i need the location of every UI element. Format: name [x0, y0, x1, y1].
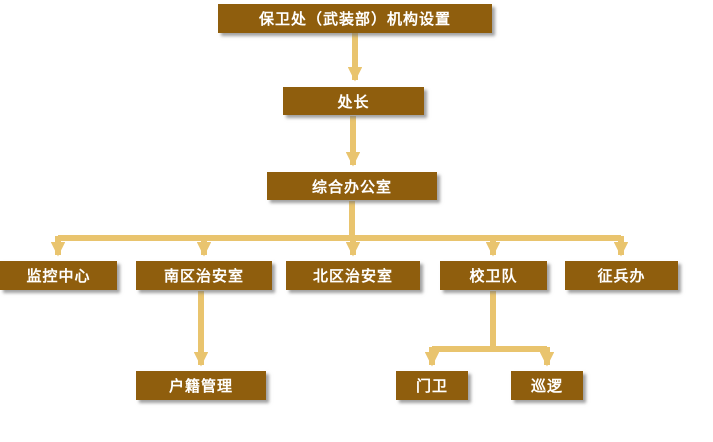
node-household-management-label: 户籍管理: [168, 377, 233, 395]
node-director: 处长: [283, 87, 424, 115]
node-south-security-office: 南区治安室: [136, 261, 272, 290]
node-root-label: 保卫处（武装部）机构设置: [258, 10, 451, 28]
node-north-security-office-label: 北区治安室: [312, 267, 393, 285]
node-gate-guard: 门卫: [396, 371, 468, 400]
node-general-office: 综合办公室: [267, 172, 437, 200]
node-patrol: 巡逻: [511, 371, 583, 400]
node-household-management: 户籍管理: [136, 371, 266, 400]
node-gate-guard-label: 门卫: [415, 377, 448, 395]
node-campus-guard-team-label: 校卫队: [469, 267, 518, 285]
node-director-label: 处长: [337, 92, 370, 111]
node-patrol-label: 巡逻: [530, 377, 563, 395]
node-root-title: 保卫处（武装部）机构设置: [218, 4, 492, 33]
node-monitoring-center-label: 监控中心: [26, 267, 91, 285]
node-general-office-label: 综合办公室: [311, 177, 392, 196]
node-conscription-office: 征兵办: [565, 261, 678, 290]
node-south-security-office-label: 南区治安室: [163, 267, 244, 285]
node-conscription-office-label: 征兵办: [597, 267, 646, 285]
node-campus-guard-team: 校卫队: [440, 261, 547, 290]
node-north-security-office: 北区治安室: [286, 261, 420, 290]
node-monitoring-center: 监控中心: [0, 261, 117, 290]
